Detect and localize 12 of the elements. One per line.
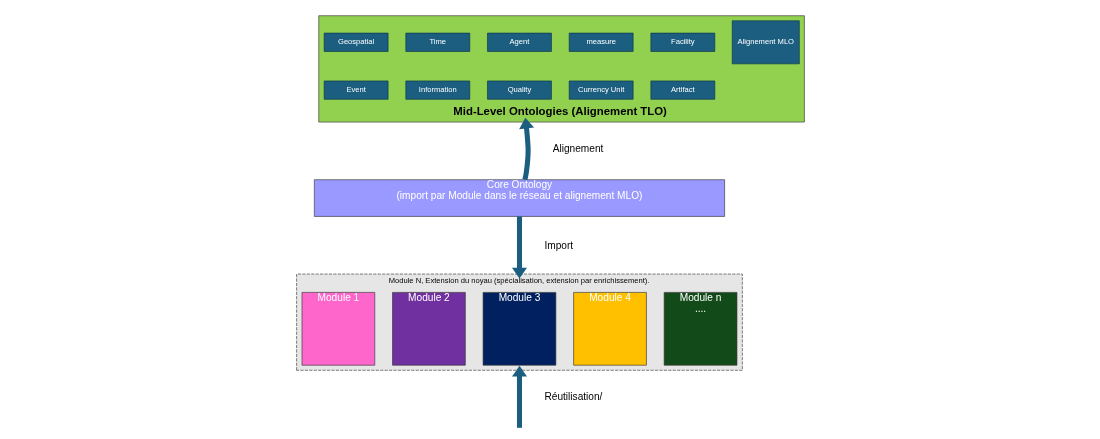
edge-label: Alignement	[552, 142, 603, 154]
node-box: Module 4	[572, 292, 647, 366]
node-box: Module 1	[301, 292, 375, 366]
node-box: Module n ....	[663, 292, 737, 366]
node-box: Core Ontology (import par Module dans le réseau et alignement MLO)	[313, 179, 725, 217]
arrow	[511, 365, 527, 428]
node-box: Module 3	[482, 292, 556, 366]
arrow	[518, 117, 534, 181]
arrow	[511, 216, 527, 279]
edge-label: Réutilisation/	[543, 390, 602, 402]
edge-label: Import	[543, 240, 573, 252]
node-box: Module 2	[391, 292, 466, 366]
